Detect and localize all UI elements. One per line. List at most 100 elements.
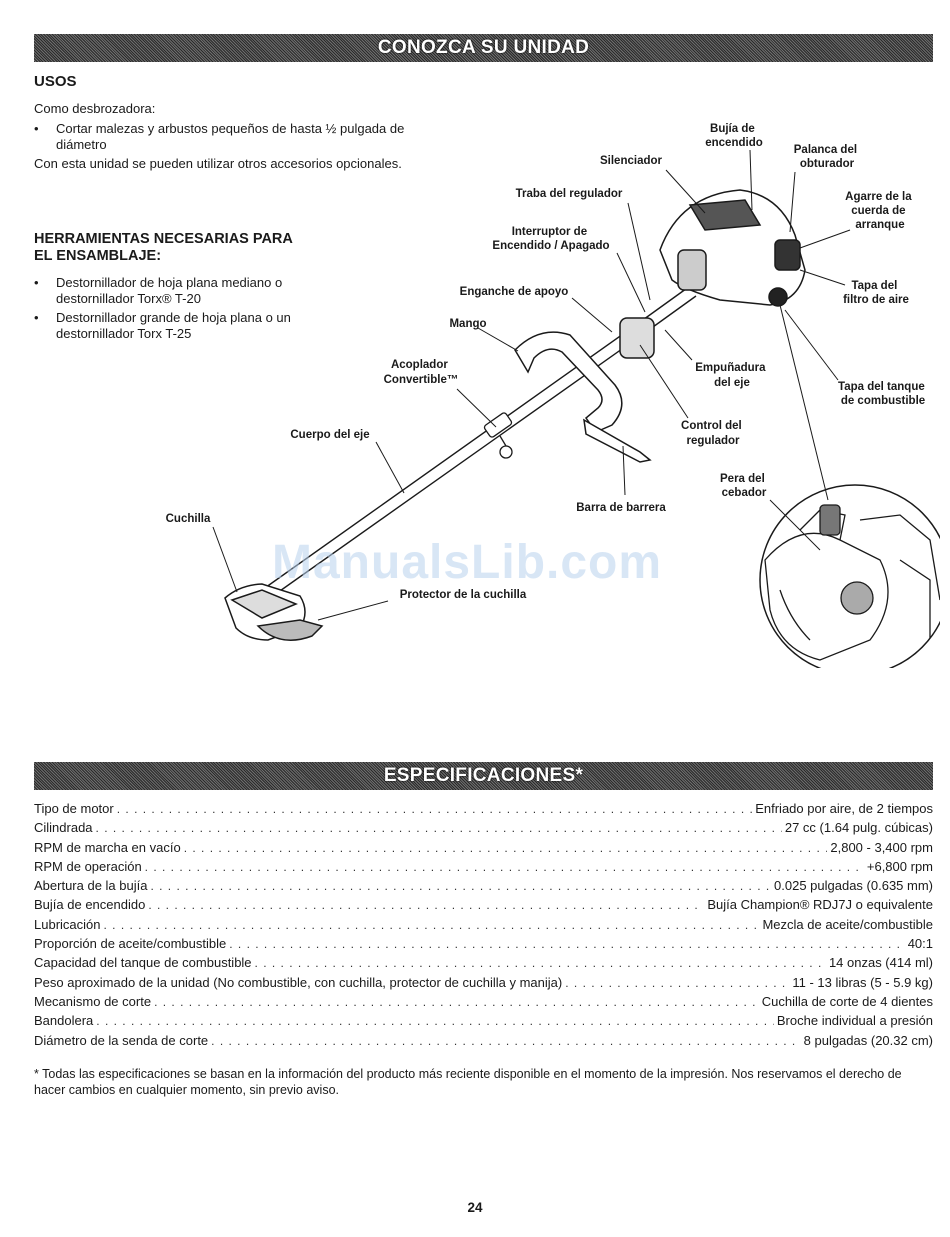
watermark: ManualsLib.com	[272, 536, 663, 589]
spec-row: Abertura de la bujía . . . . . . . . . .…	[34, 876, 933, 895]
tools-item-line2: destornillador Torx® T-20	[56, 291, 201, 306]
spec-value: Cuchilla de corte de 4 dientes	[761, 993, 933, 1009]
engine-drawing	[619, 189, 806, 359]
leader-dots: . . . . . . . . . . . . . . . . . . . . …	[254, 956, 826, 971]
label-empunadura: Empuñadura del eje	[695, 362, 769, 389]
primer-inset	[759, 484, 940, 668]
leader-dots: . . . . . . . . . . . . . . . . . . . . …	[95, 821, 782, 836]
leader-lines	[212, 149, 851, 621]
label-tapa-filtro: Tapa del filtro de aire	[843, 280, 909, 306]
tools-heading-line1: HERRAMIENTAS NECESARIAS PARA	[34, 231, 293, 247]
spec-row: Diámetro de la senda de corte . . . . . …	[34, 1031, 933, 1050]
spec-label: Abertura de la bujía	[34, 878, 148, 894]
leader-dots: . . . . . . . . . . . . . . . . . . . . …	[154, 994, 759, 1009]
spec-value: 8 pulgadas (20.32 cm)	[803, 1032, 933, 1048]
spec-value: +6,800 rpm	[866, 858, 933, 874]
usos-bullet-line2: diámetro	[56, 137, 107, 152]
page-number: 24	[467, 1200, 483, 1215]
leader-dots: . . . . . . . . . . . . . . . . . . . . …	[116, 802, 752, 816]
tools-heading-line2: EL ENSAMBLAJE:	[34, 248, 162, 264]
leader-dots: . . . . . . . . . . . . . . . . . . . . …	[565, 975, 789, 990]
label-mango: Mango	[449, 318, 486, 330]
spec-row: RPM de operación . . . . . . . . . . . .…	[34, 857, 933, 876]
bullet-dot: •	[34, 121, 39, 136]
spec-row: Tipo de motor . . . . . . . . . . . . . …	[34, 799, 933, 818]
bullet-dot: •	[34, 310, 39, 325]
spec-label: Proporción de aceite/combustible	[34, 936, 227, 952]
spec-label: Lubricación	[34, 916, 101, 932]
spec-value: 27 cc (1.64 pulg. cúbicas)	[784, 820, 933, 836]
leader-dots: . . . . . . . . . . . . . . . . . . . . …	[183, 840, 828, 855]
usos-note: Con esta unidad se pueden utilizar otros…	[34, 156, 402, 171]
leader-dots: . . . . . . . . . . . . . . . . . . . . …	[211, 1033, 800, 1048]
label-barra: Barra de barrera	[576, 502, 666, 514]
tools-heading: HERRAMIENTAS NECESARIAS PARA EL ENSAMBLA…	[34, 231, 293, 265]
banner-title: CONOZCA SU UNIDAD	[377, 37, 590, 58]
usos-bullet-line1: Cortar malezas y arbustos pequeños de ha…	[56, 121, 405, 136]
spec-row: Bujía de encendido . . . . . . . . . . .…	[34, 895, 933, 914]
label-agarre: Agarre de la cuerda de arranque	[845, 191, 915, 231]
spec-value: 11 - 13 libras (5 - 5.9 kg)	[792, 974, 933, 990]
spec-value: 40:1	[907, 936, 933, 952]
tools-item-line1: Destornillador de hoja plana mediano o	[56, 275, 283, 290]
label-control: Control del regulador	[681, 420, 745, 447]
label-silenciador: Silenciador	[600, 155, 663, 167]
spec-value: Bujía Champion® RDJ7J o equivalente	[707, 897, 933, 913]
label-cuerpo: Cuerpo del eje	[290, 429, 369, 441]
coupler-drawing	[483, 412, 513, 459]
spec-value: 2,800 - 3,400 rpm	[830, 839, 933, 855]
handle-drawing	[514, 331, 652, 463]
spec-value: Mezcla de aceite/combustible	[762, 916, 933, 932]
spec-row: Cilindrada . . . . . . . . . . . . . . .…	[34, 818, 933, 837]
leader-dots: . . . . . . . . . . . . . . . . . . . . …	[103, 917, 760, 932]
specs-footnote: * Todas las especificaciones se basan en…	[34, 1067, 902, 1097]
spec-row: Proporción de aceite/combustible . . . .…	[34, 934, 933, 953]
label-enganche: Enganche de apoyo	[460, 286, 569, 298]
spec-row: Mecanismo de corte . . . . . . . . . . .…	[34, 992, 933, 1011]
spec-row: Lubricación . . . . . . . . . . . . . . …	[34, 915, 933, 934]
spec-label: RPM de operación	[34, 858, 142, 874]
spec-label: Diámetro de la senda de corte	[34, 1032, 209, 1048]
section-banner-conozca: CONOZCA SU UNIDAD	[34, 34, 933, 62]
usos-heading: USOS	[34, 73, 77, 90]
label-interruptor: Interruptor de Encendido / Apagado	[492, 226, 609, 252]
spec-label: Bujía de encendido	[34, 897, 146, 913]
label-traba: Traba del regulador	[516, 188, 623, 200]
trimmer-diagram: Bujía de encendido Palanca del obturador…	[166, 123, 940, 668]
spec-label: Peso aproximado de la unidad (No combust…	[34, 974, 563, 990]
section-banner-especificaciones: ESPECIFICACIONES*	[34, 762, 933, 790]
leader-dots: . . . . . . . . . . . . . . . . . . . . …	[229, 937, 904, 952]
specs-list: Tipo de motor . . . . . . . . . . . . . …	[34, 799, 933, 1050]
spec-label: Cilindrada	[34, 820, 93, 836]
spec-label: Bandolera	[34, 1013, 94, 1029]
spec-label: Mecanismo de corte	[34, 993, 152, 1009]
spec-row: Capacidad del tanque de combustible . . …	[34, 953, 933, 972]
label-acoplador: Acoplador Convertible™	[384, 359, 459, 386]
label-bujia: Bujía de encendido	[705, 123, 763, 149]
spec-label: Tipo de motor	[34, 801, 114, 816]
spec-row: Bandolera . . . . . . . . . . . . . . . …	[34, 1011, 933, 1030]
label-protector: Protector de la cuchilla	[400, 589, 527, 601]
spec-label: Capacidad del tanque de combustible	[34, 955, 252, 971]
usos-intro: Como desbrozadora:	[34, 101, 156, 116]
leader-dots: . . . . . . . . . . . . . . . . . . . . …	[96, 1014, 774, 1029]
bullet-dot: •	[34, 275, 39, 290]
label-tapa-tanque: Tapa del tanque de combustible	[838, 381, 928, 407]
tools-item-line1: Destornillador grande de hoja plana o un	[56, 310, 291, 325]
spec-label: RPM de marcha en vacío	[34, 839, 181, 855]
spec-row: RPM de marcha en vacío . . . . . . . . .…	[34, 838, 933, 857]
label-pera: Pera del cebador	[720, 473, 768, 499]
spec-row: Peso aproximado de la unidad (No combust…	[34, 973, 933, 992]
tools-item-line2: destornillador Torx T-25	[56, 326, 192, 341]
spec-value: 0.025 pulgadas (0.635 mm)	[774, 878, 933, 894]
blade-drawing	[224, 583, 324, 641]
label-palanca: Palanca del obturador	[794, 144, 861, 170]
label-cuchilla: Cuchilla	[166, 513, 211, 525]
leader-dots: . . . . . . . . . . . . . . . . . . . . …	[144, 859, 864, 874]
spec-value: 14 onzas (414 ml)	[828, 955, 933, 971]
spec-value: Broche individual a presión	[776, 1013, 933, 1029]
leader-dots: . . . . . . . . . . . . . . . . . . . . …	[148, 898, 704, 913]
leader-dots: . . . . . . . . . . . . . . . . . . . . …	[150, 879, 771, 894]
spec-value: Enfriado por aire, de 2 tiempos	[755, 801, 933, 816]
banner-title: ESPECIFICACIONES*	[383, 765, 584, 786]
